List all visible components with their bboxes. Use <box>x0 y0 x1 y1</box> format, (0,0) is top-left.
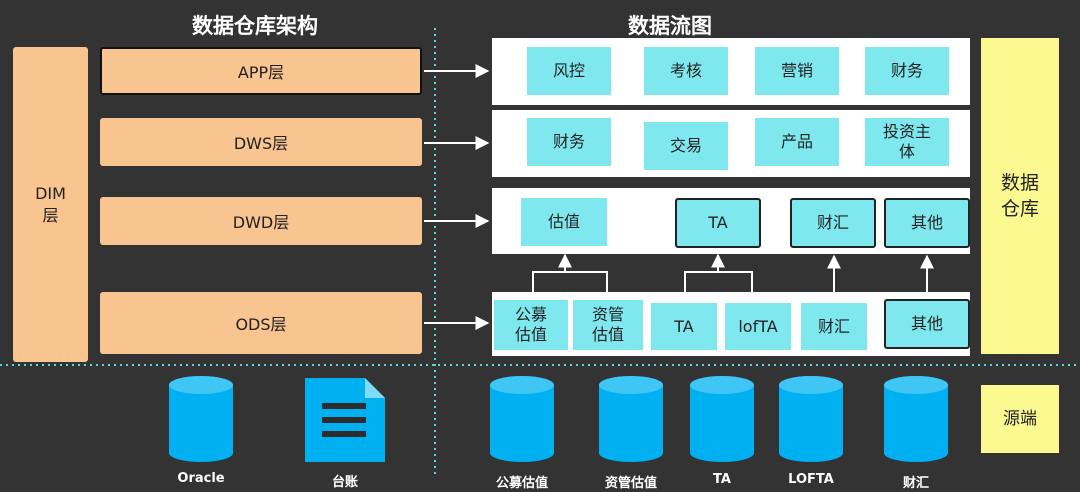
source-label-asset-mgmt: 资管估值 <box>604 476 657 491</box>
ods-layer: ODS层 <box>100 292 422 354</box>
bracket-valuation <box>532 258 608 299</box>
database-icon <box>779 376 843 462</box>
app-layer: APP层 <box>100 47 422 95</box>
bracket-ta <box>684 258 753 302</box>
source-label-caihui: 财汇 <box>902 476 929 491</box>
ods-cell-public-fund-valuation: 公募 估值 <box>494 300 568 350</box>
dwd-cell-other: 其他 <box>884 198 970 248</box>
database-icon <box>690 376 754 462</box>
app-cell-finance: 财务 <box>865 47 949 95</box>
dws-cell-trade: 交易 <box>644 122 728 170</box>
dws-cell-investor: 投资主 体 <box>865 118 949 166</box>
source-label-ledger: 台账 <box>331 475 358 490</box>
dws-cell-finance: 财务 <box>527 118 611 166</box>
dws-layer: DWS层 <box>100 118 422 166</box>
data-warehouse-label: 数据 仓库 <box>981 38 1059 354</box>
database-icon <box>599 376 663 462</box>
database-icon <box>490 376 554 462</box>
database-icon <box>884 376 948 462</box>
dws-cell-product: 产品 <box>755 118 839 166</box>
ods-cell-lofta: lofTA <box>725 303 791 350</box>
architecture-title: 数据仓库架构 <box>192 14 318 38</box>
app-cell-marketing: 营销 <box>755 47 839 95</box>
source-label: 源端 <box>981 385 1059 453</box>
source-label-public-fund: 公募估值 <box>495 476 548 491</box>
ods-cell-other: 其他 <box>884 299 970 349</box>
dwd-cell-ta: TA <box>675 198 761 248</box>
source-label-lofta: LOFTA <box>788 472 834 487</box>
database-icon <box>169 376 233 462</box>
ods-cell-ta: TA <box>651 303 717 350</box>
dwd-cell-valuation: 估值 <box>521 198 607 246</box>
ods-cell-caihui: 财汇 <box>801 303 867 350</box>
app-cell-risk: 风控 <box>527 47 611 95</box>
document-icon <box>305 378 385 462</box>
dim-layer: DIM 层 <box>13 47 88 362</box>
app-cell-assessment: 考核 <box>644 47 728 95</box>
dwd-layer: DWD层 <box>100 197 422 245</box>
source-label-ta: TA <box>713 472 731 487</box>
dwd-cell-caihui: 财汇 <box>790 198 876 248</box>
flow-title: 数据流图 <box>628 14 712 38</box>
ods-cell-asset-mgmt-valuation: 资管 估值 <box>573 300 643 350</box>
source-label-oracle: Oracle <box>177 471 225 486</box>
